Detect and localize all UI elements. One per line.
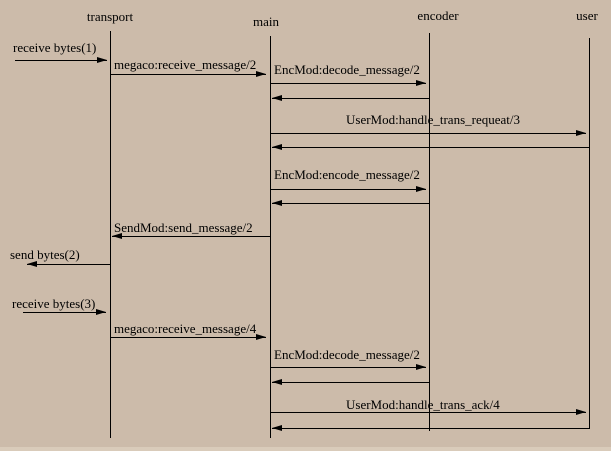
message-line	[270, 133, 586, 134]
return-line	[272, 203, 429, 204]
message-label[interactable]: UserMod:handle_trans_ack/4	[346, 397, 500, 412]
arrowhead-left-icon	[27, 261, 37, 267]
message-label[interactable]: UserMod:handle_trans_requeat/3	[346, 112, 521, 127]
message-line	[15, 60, 107, 61]
arrowhead-right-icon	[97, 57, 107, 63]
arrowhead-right-icon	[576, 409, 586, 415]
arrowhead-right-icon	[96, 309, 106, 315]
arrowhead-right-icon	[576, 130, 586, 136]
message-line	[270, 412, 586, 413]
return-line	[272, 98, 429, 99]
message-label[interactable]: EncMod:decode_message/2	[274, 62, 420, 77]
actor-label-main[interactable]: main	[253, 14, 279, 29]
arrowhead-right-icon	[256, 71, 266, 77]
lifeline-transport	[110, 31, 111, 438]
bottom-edge-strip	[0, 447, 611, 451]
return-line	[272, 428, 589, 429]
arrowhead-right-icon	[256, 334, 266, 340]
arrowhead-left-icon	[272, 144, 282, 150]
lifeline-main	[270, 36, 271, 438]
message-line	[270, 83, 426, 84]
message-line	[23, 312, 106, 313]
return-line	[272, 147, 589, 148]
message-label[interactable]: megaco:receive_message/2	[114, 57, 257, 72]
arrowhead-left-icon	[272, 379, 282, 385]
arrowhead-left-icon	[272, 200, 282, 206]
message-label[interactable]: megaco:receive_message/4	[114, 321, 257, 336]
arrowhead-right-icon	[416, 186, 426, 192]
arrowhead-right-icon	[416, 80, 426, 86]
arrowhead-right-icon	[416, 364, 426, 370]
message-label[interactable]: EncMod:decode_message/2	[274, 347, 420, 362]
actor-label-encoder[interactable]: encoder	[417, 8, 459, 23]
message-label[interactable]: EncMod:encode_message/2	[274, 167, 420, 182]
arrowhead-left-icon	[272, 425, 282, 431]
message-line	[270, 367, 426, 368]
message-label[interactable]: receive bytes(3)	[12, 296, 96, 311]
message-line	[110, 74, 266, 75]
arrowhead-left-icon	[272, 95, 282, 101]
lifeline-encoder	[429, 33, 430, 431]
message-label[interactable]: SendMod:send_message/2	[114, 220, 253, 235]
message-line	[270, 189, 426, 190]
message-label[interactable]: receive bytes(1)	[13, 40, 97, 55]
message-label[interactable]: send bytes(2)	[10, 247, 80, 262]
message-line	[110, 337, 266, 338]
message-line	[27, 264, 110, 265]
actor-label-user[interactable]: user	[576, 8, 598, 23]
actor-label-transport[interactable]: transport	[86, 9, 134, 24]
lifeline-user	[589, 38, 590, 429]
return-line	[272, 382, 429, 383]
message-line	[112, 236, 270, 237]
arrowhead-left-icon	[112, 233, 122, 239]
